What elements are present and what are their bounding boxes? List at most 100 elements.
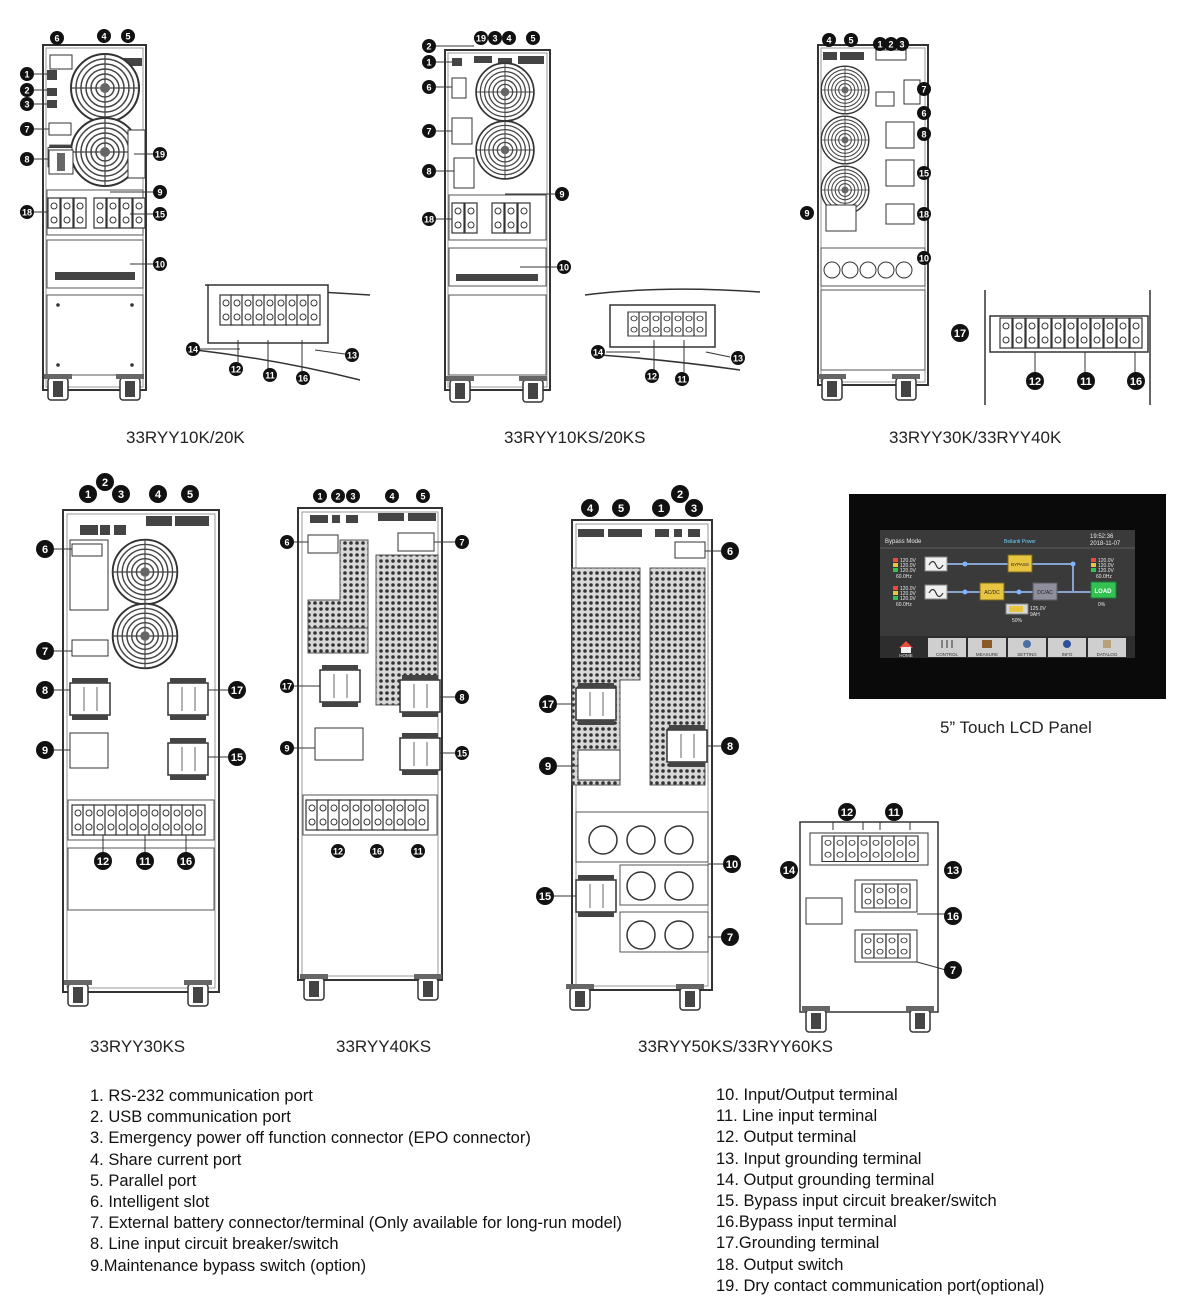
svg-text:9: 9 xyxy=(284,744,289,754)
detail-unit-6 xyxy=(799,821,947,1033)
svg-text:17: 17 xyxy=(231,685,243,697)
svg-text:11: 11 xyxy=(677,375,687,385)
lcd-in2-c: 120.0V xyxy=(900,596,917,602)
lcd-nav-info[interactable]: INFO xyxy=(1062,652,1073,657)
info-icon[interactable] xyxy=(1063,640,1071,648)
svg-text:11: 11 xyxy=(888,807,900,819)
svg-text:2: 2 xyxy=(102,477,108,489)
svg-text:5: 5 xyxy=(618,503,624,515)
leaders-unit-4 xyxy=(54,548,228,852)
lcd-panel xyxy=(849,494,1166,699)
svg-text:8: 8 xyxy=(426,167,431,177)
legend-item-17: 17.Grounding terminal xyxy=(716,1234,880,1253)
datalog-icon[interactable] xyxy=(1103,640,1111,648)
legend-right: 10. Input/Output terminal 11. Line input… xyxy=(716,1085,1044,1297)
unit-33ryy50ks xyxy=(565,519,713,1011)
legend-item-16: 16.Bypass input terminal xyxy=(716,1213,897,1232)
callouts-unit-5: 1 2 3 4 5 6 7 17 8 9 15 12 16 11 xyxy=(280,489,469,858)
svg-text:3: 3 xyxy=(24,100,29,110)
unit-33ryy40ks xyxy=(297,507,443,1001)
svg-text:4: 4 xyxy=(506,34,511,44)
lcd-out-freq: 60.0Hz xyxy=(1096,574,1112,580)
legend-item-14: 14. Output grounding terminal xyxy=(716,1170,935,1189)
svg-text:6: 6 xyxy=(284,538,289,548)
svg-text:9: 9 xyxy=(804,209,809,219)
lcd-acdc-label: AC/DC xyxy=(984,590,1000,596)
caption-model-5: 33RYY40KS xyxy=(336,1037,432,1056)
svg-text:7: 7 xyxy=(426,127,431,137)
svg-text:7: 7 xyxy=(727,932,733,944)
lcd-load-pct: 0% xyxy=(1098,602,1106,608)
svg-text:8: 8 xyxy=(24,155,29,165)
svg-text:8: 8 xyxy=(42,685,48,697)
callouts-unit-2: 2 1 19 3 4 5 6 7 8 9 18 10 xyxy=(422,31,571,274)
lcd-out-c: 120.0V xyxy=(1098,568,1115,574)
setting-icon[interactable] xyxy=(1023,640,1031,648)
lcd-in1-a: 120.0V xyxy=(900,558,917,564)
svg-text:12: 12 xyxy=(231,365,241,375)
svg-text:12: 12 xyxy=(97,856,109,868)
leaders-unit-2 xyxy=(436,45,557,268)
callouts-detail-6: 12 11 14 13 16 7 xyxy=(780,803,962,979)
caption-model-4: 33RYY30KS xyxy=(90,1037,186,1056)
svg-text:7: 7 xyxy=(24,125,29,135)
svg-text:7: 7 xyxy=(921,85,926,95)
legend-item-5: 5. Parallel port xyxy=(90,1171,197,1190)
svg-text:6: 6 xyxy=(727,546,733,558)
svg-text:19: 19 xyxy=(155,150,165,160)
svg-text:6: 6 xyxy=(426,83,431,93)
svg-text:4: 4 xyxy=(389,492,394,502)
svg-text:6: 6 xyxy=(54,34,59,44)
svg-text:10: 10 xyxy=(559,263,569,273)
lcd-nav-setting[interactable]: SETTING xyxy=(1017,652,1037,657)
detail-unit-3 xyxy=(952,290,1164,405)
svg-text:14: 14 xyxy=(188,345,198,355)
svg-text:17: 17 xyxy=(282,682,292,692)
legend-left: 1. RS-232 communication port 2. USB comm… xyxy=(90,1086,622,1277)
svg-text:16: 16 xyxy=(1130,376,1142,388)
measure-icon[interactable] xyxy=(982,640,992,648)
lcd-in1-c: 120.0V xyxy=(900,568,917,574)
svg-text:1: 1 xyxy=(317,492,322,502)
svg-text:1: 1 xyxy=(426,58,431,68)
legend-item-6: 6. Intelligent slot xyxy=(90,1193,210,1212)
lcd-dcac-label: DC/AC xyxy=(1037,590,1053,596)
svg-text:9: 9 xyxy=(42,745,48,757)
svg-text:12: 12 xyxy=(841,807,853,819)
lcd-nav-measure[interactable]: MEASURE xyxy=(976,652,998,657)
svg-text:11: 11 xyxy=(413,847,423,857)
svg-text:7: 7 xyxy=(950,965,956,977)
legend-item-8: 8. Line input circuit breaker/switch xyxy=(90,1235,339,1254)
svg-text:1: 1 xyxy=(24,70,29,80)
lcd-nav-home[interactable]: HOME xyxy=(899,653,913,658)
detail-unit-1 xyxy=(195,284,371,381)
svg-text:1: 1 xyxy=(877,40,882,50)
svg-text:10: 10 xyxy=(919,254,929,264)
svg-text:1: 1 xyxy=(85,489,91,501)
svg-text:14: 14 xyxy=(593,348,603,358)
svg-text:9: 9 xyxy=(157,188,162,198)
detail-unit-2 xyxy=(584,288,761,372)
svg-text:9: 9 xyxy=(559,190,564,200)
legend-item-3: 3. Emergency power off function connecto… xyxy=(90,1129,531,1148)
caption-lcd-panel: 5” Touch LCD Panel xyxy=(940,718,1092,737)
caption-model-2: 33RYY10KS/20KS xyxy=(504,428,646,447)
svg-text:2: 2 xyxy=(335,492,340,502)
lcd-nav-control[interactable]: CONTROL xyxy=(936,652,958,657)
svg-text:2: 2 xyxy=(426,42,431,52)
svg-text:15: 15 xyxy=(457,749,467,759)
lcd-nav-datalog[interactable]: DATALOG xyxy=(1097,652,1118,657)
legend-item-7: 7. External battery connector/terminal (… xyxy=(90,1214,622,1233)
legend-item-15: 15. Bypass input circuit breaker/switch xyxy=(716,1192,997,1211)
control-icon[interactable] xyxy=(941,640,953,648)
svg-text:19: 19 xyxy=(476,34,486,44)
home-icon[interactable] xyxy=(899,641,913,648)
svg-text:15: 15 xyxy=(919,169,929,179)
svg-text:18: 18 xyxy=(22,208,32,218)
svg-text:15: 15 xyxy=(539,891,551,903)
lcd-in1-b: 120.0V xyxy=(900,563,917,569)
leaders-unit-6 xyxy=(554,550,723,938)
lcd-texts: Bypass Mode 19:52:36 2018-11-07 Bellanti… xyxy=(885,534,1121,658)
lcd-out-a: 120.0V xyxy=(1098,558,1115,564)
legend-item-18: 18. Output switch xyxy=(716,1255,844,1274)
